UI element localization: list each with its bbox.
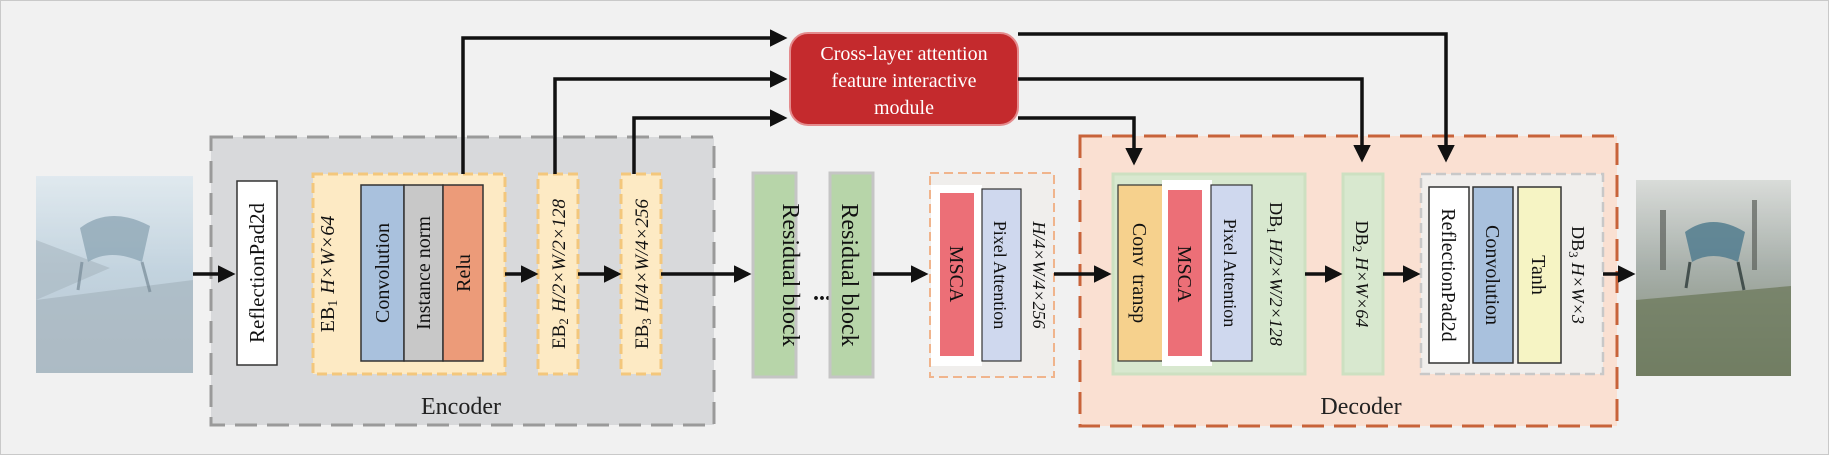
bottleneck-pixel-attention-box: [981, 188, 1022, 362]
residual-block-1: [751, 171, 798, 379]
convolution-label: Convolution: [372, 223, 394, 323]
arrow-eb2-to-attention: [553, 70, 788, 174]
chair-icon: [80, 215, 150, 262]
instance-norm-label: Instance norm: [413, 216, 435, 330]
flow-arrows: [193, 29, 1636, 283]
attention-module-line1: Cross-layer attention: [820, 43, 987, 65]
residual-block-2-label: Residual block: [836, 203, 862, 346]
bottleneck-pixel-attention-label: Pixel Attention: [990, 221, 1010, 330]
eb1-label: EB1H×W×64: [317, 216, 341, 333]
tanh-box: [1517, 186, 1562, 364]
relu-box: [442, 184, 484, 362]
attention-module-line2: feature interactive: [832, 70, 977, 92]
attention-module-line3: module: [874, 97, 934, 119]
eb2-label: EB2H/2×W/2×128: [549, 198, 571, 349]
db1-msca-label: MSCA: [1173, 246, 1195, 303]
db3-label: DB3H×W×3: [1566, 226, 1588, 324]
db2-label: DB2H×W×64: [1350, 221, 1372, 328]
db1-msca-box: [1168, 190, 1202, 356]
db1-pixel-attention-box: [1210, 184, 1253, 362]
output-clear-image: [1636, 180, 1791, 376]
db1-label: DB1H/2×W/2×128: [1264, 202, 1286, 346]
bottleneck-msca-box: [940, 193, 974, 356]
residual-block-2: [828, 171, 875, 379]
output-chair-icon: [1685, 222, 1745, 262]
conv-transp-box: [1117, 184, 1164, 362]
tanh-label: Tanh: [1527, 255, 1549, 295]
arrow-eb1-to-attention: [461, 29, 788, 174]
residual-block-1-label: Residual block: [777, 203, 803, 346]
instance-norm-box: [403, 184, 444, 362]
arrow-attention-to-db1: [1018, 116, 1143, 166]
bottleneck-dims-label: H/4×W/4×256: [1029, 220, 1049, 328]
eb3-label: EB3H/4×W/4×256: [632, 198, 654, 349]
residual-ellipsis: ...: [813, 280, 831, 306]
arrow-attention-to-db3: [1018, 32, 1455, 163]
db3-convolution-label: Convolution: [1481, 225, 1503, 325]
bottleneck-msca-label: MSCA: [945, 246, 967, 303]
arrow-eb3-to-attention: [632, 109, 788, 174]
conv-transp-label: Convtransp: [1128, 223, 1150, 323]
encoder-label: Encoder: [421, 394, 501, 420]
db3-reflection-pad-box: [1428, 186, 1470, 364]
db3-reflection-pad-label: ReflectionPad2d: [1437, 208, 1459, 341]
reflection-pad-box: [236, 180, 278, 366]
db3-convolution-box: [1472, 186, 1514, 364]
arrow-attention-to-db2: [1018, 77, 1371, 163]
reflection-pad-label: ReflectionPad2d: [245, 203, 269, 343]
decoder-label: Decoder: [1320, 394, 1401, 420]
input-hazy-image: [36, 176, 193, 373]
db1-pixel-attention-label: Pixel Attention: [1220, 219, 1240, 328]
relu-label: Relu: [453, 254, 475, 292]
